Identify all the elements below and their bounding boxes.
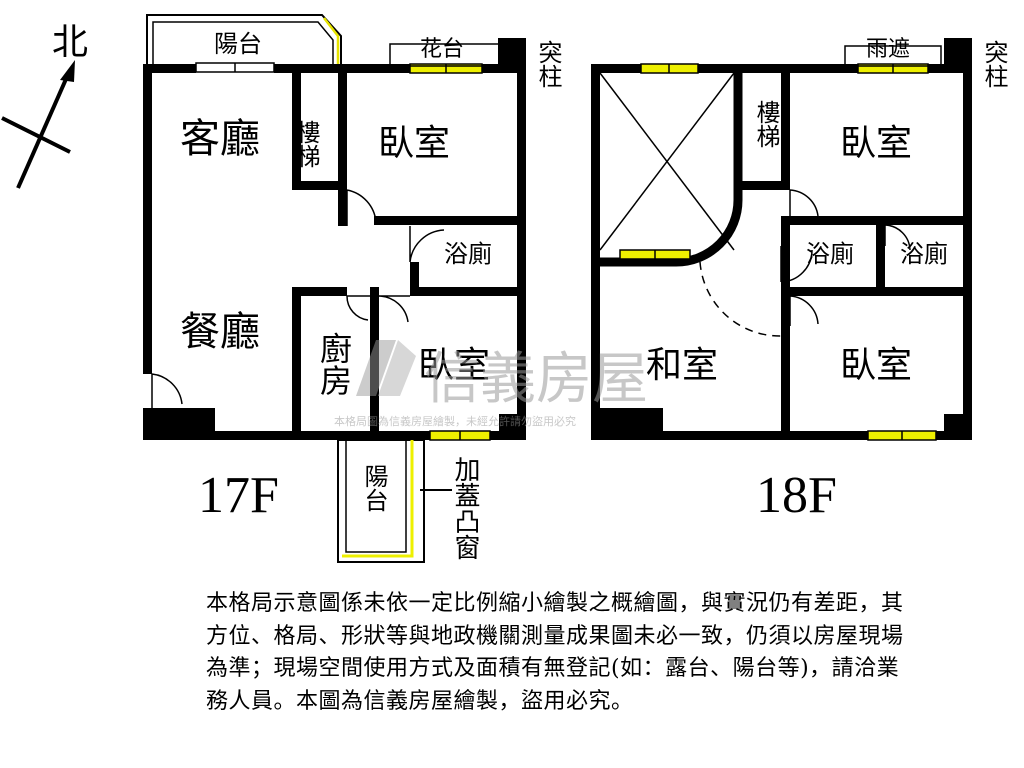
door-bedroom1: [346, 189, 377, 226]
door-bedroom2: [378, 295, 410, 323]
door-kitchen: [346, 295, 370, 321]
floor-18f: 雨遮 突柱 樓梯 臥室 浴廁 浴廁 和室 臥室 18F: [591, 37, 1008, 524]
wall18-left: [591, 64, 600, 440]
watermark: 信義房屋 本格局圖為信義房屋繪製，未經允許請勿盜用必究: [334, 340, 648, 428]
wall-stairs-right: [338, 64, 347, 190]
wall-bedroom1-stub: [338, 181, 347, 226]
label-stairs-18f: 樓梯: [752, 100, 780, 148]
label-balcony-top: 陽台: [214, 30, 262, 58]
flower-stand-outline: [389, 43, 501, 67]
label-bathroom1-18f: 浴廁: [806, 240, 854, 268]
compass: 北: [1, 22, 88, 189]
door18-bedroom1: [789, 189, 819, 217]
label-bathroom2-18f: 浴廁: [900, 240, 948, 268]
wall-bedroom1-bottom: [374, 216, 526, 225]
label-bedroom1-18f: 臥室: [840, 123, 912, 164]
compass-north-label: 北: [52, 22, 88, 63]
label-bedroom2-17f: 臥室: [418, 345, 490, 386]
void-cross-2: [599, 72, 735, 251]
label-canopy: 雨遮: [866, 37, 910, 62]
column-block-bottom-left: [143, 408, 215, 440]
compass-arrow-head: [60, 60, 75, 82]
wall18-bath-bottom: [781, 287, 972, 296]
label-balcony-bottom: 陽台: [360, 464, 388, 512]
door18-bath1: [780, 246, 813, 283]
watermark-logo: [356, 340, 416, 396]
door18-bath2: [884, 224, 911, 251]
label-living-room: 客廳: [180, 116, 260, 162]
wall18-bath-divider: [876, 216, 885, 296]
wall-kitchen-left: [292, 287, 301, 440]
wall-top-left: [143, 64, 196, 73]
label-bedroom1-17f: 臥室: [378, 123, 450, 164]
windows-17f: [409, 63, 491, 441]
wall18-stairs-right: [781, 64, 790, 190]
label-bedroom2-18f: 臥室: [840, 345, 912, 386]
wall18-bedroom2-left: [781, 287, 790, 440]
door18-japanese-room: [699, 261, 782, 337]
void-wall-curve: [600, 64, 743, 267]
watermark-logo-shape-1: [356, 340, 396, 396]
balcony-bottom-inner: [345, 439, 407, 553]
canopy-outline: [844, 45, 942, 67]
label-kitchen: 廚房: [315, 332, 353, 396]
disclaimer-text: 本格局示意圖係未依一定比例縮小繪製之概繪圖，與實況仍有差距，其方位、格局、形狀等…: [206, 591, 904, 714]
label-dining-room: 餐廳: [180, 309, 260, 355]
label-bathroom-17f: 浴廁: [444, 240, 492, 268]
label-bay-window: 加蓋凸窗: [450, 456, 480, 560]
wall-bottom: [143, 431, 430, 440]
column-block-top-right: [498, 38, 526, 73]
wall-bathroom-left: [410, 262, 419, 296]
watermark-logo-shape-2: [378, 340, 416, 396]
label-stairs-17f-1: 樓梯: [292, 120, 320, 168]
column18-bottom-left: [591, 408, 663, 440]
column18-top-right: [944, 38, 972, 73]
column18-bottom-right: [944, 414, 972, 440]
door-entry: [151, 373, 183, 408]
wall-stairs-bottom: [292, 181, 347, 190]
label-floor-18f: 18F: [756, 467, 837, 524]
label-floor-17f: 17F: [198, 467, 279, 524]
bay-window-yellow: [342, 440, 414, 558]
wall-kitchen-top: [292, 287, 347, 296]
wall-bathroom-bottom: [410, 287, 526, 296]
door-swings-18f: [699, 189, 911, 337]
windows-18f: [619, 63, 937, 441]
balcony-top-yellow-edge: [323, 17, 340, 68]
door18-bedroom2: [789, 295, 819, 326]
wall18-right: [963, 64, 972, 440]
wall18-top-a: [591, 64, 641, 73]
door-swings-17f: [151, 189, 445, 408]
balcony-top-outline: [146, 14, 342, 68]
compass-arrow-shaft: [16, 69, 72, 189]
label-column-17f: 突柱: [534, 40, 562, 88]
wall18-stairs-bottom: [738, 181, 790, 190]
compass-cross-line: [1, 116, 71, 154]
watermark-notice: 本格局圖為信義房屋繪製，未經允許請勿盜用必究: [334, 414, 576, 428]
column-block-bottom-right: [499, 414, 526, 440]
wall18-bottom-a: [591, 431, 868, 440]
watermark-brand: 信義房屋: [424, 347, 648, 412]
wall18-bath-left: [781, 216, 790, 296]
wall-left: [143, 64, 152, 374]
label-flower-stand: 花台: [420, 37, 464, 62]
floor-17f: 陽台 客廳 樓梯 臥室 花台 突柱 浴廁 餐廳 廚房 臥室 陽台 加蓋凸窗 17…: [143, 14, 562, 563]
label-column-18f: 突柱: [980, 40, 1008, 88]
wall18-top-b: [698, 64, 858, 73]
label-japanese-room: 和室: [646, 345, 718, 386]
wall-right: [517, 64, 526, 440]
balcony-top-inner: [152, 21, 334, 68]
door-bathroom: [409, 226, 445, 263]
wall-stairs-left: [292, 64, 301, 190]
